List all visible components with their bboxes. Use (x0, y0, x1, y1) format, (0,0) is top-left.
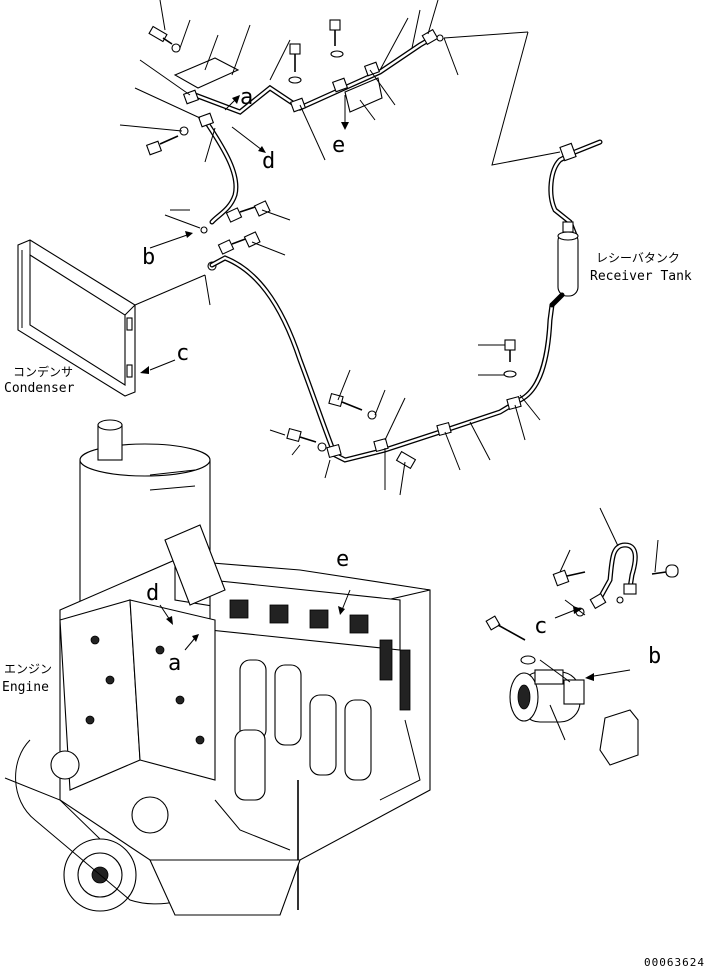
bolt (225, 200, 271, 223)
condenser-label-jp: コンデンサ (13, 364, 73, 379)
condenser-label-en: Condenser (4, 381, 75, 396)
bolt (148, 25, 173, 45)
letter-c-condenser: c (176, 341, 189, 366)
letter-b-compressor: b (648, 644, 661, 669)
bolt (289, 43, 301, 72)
washer (171, 43, 181, 53)
engine-cylinder-head (229, 599, 369, 634)
receiver-tank-label-en: Receiver Tank (590, 269, 692, 284)
arrow-c-condenser (140, 366, 149, 374)
receiver-tank-assembly (548, 139, 603, 308)
arrow-d-top (258, 146, 266, 153)
bolt (485, 615, 526, 641)
arrow-e-top (341, 122, 349, 130)
letter-c-compressor: c (534, 614, 547, 639)
letter-b-left: b (142, 245, 155, 270)
washer (330, 50, 344, 58)
engine-detail (85, 635, 421, 851)
letter-d-top: d (262, 149, 275, 174)
letter-a-engine: a (168, 651, 181, 676)
arrow-b-compressor (585, 673, 594, 681)
top-hose-assembly (119, 0, 561, 225)
letter-e-top: e (332, 133, 345, 158)
arrow-a-top (232, 95, 240, 104)
compressor-assembly (485, 507, 679, 766)
letter-e-engine: e (336, 547, 349, 572)
bolt (552, 569, 586, 587)
bolt (145, 135, 179, 156)
engine (4, 419, 431, 916)
arrow-d-engine (166, 616, 173, 625)
drawing-number: 00063624 (644, 956, 705, 969)
letter-a-top: a (240, 85, 253, 110)
receiver-tank-label-jp: レシーバタンク (596, 251, 680, 265)
main-hose (209, 255, 555, 496)
connector-bolts-left (149, 200, 291, 306)
bolt (286, 427, 317, 443)
arrow-a-engine (192, 634, 199, 642)
bolt (651, 564, 679, 578)
washer (288, 76, 302, 84)
condenser (17, 239, 206, 397)
letter-d-engine: d (146, 581, 159, 606)
engine-label-jp: エンジン (4, 662, 52, 676)
bolt (329, 19, 341, 46)
bolt (328, 392, 363, 411)
engine-label-en: Engine (2, 680, 49, 695)
arrow-e-engine (338, 606, 345, 615)
bolt (504, 339, 516, 362)
